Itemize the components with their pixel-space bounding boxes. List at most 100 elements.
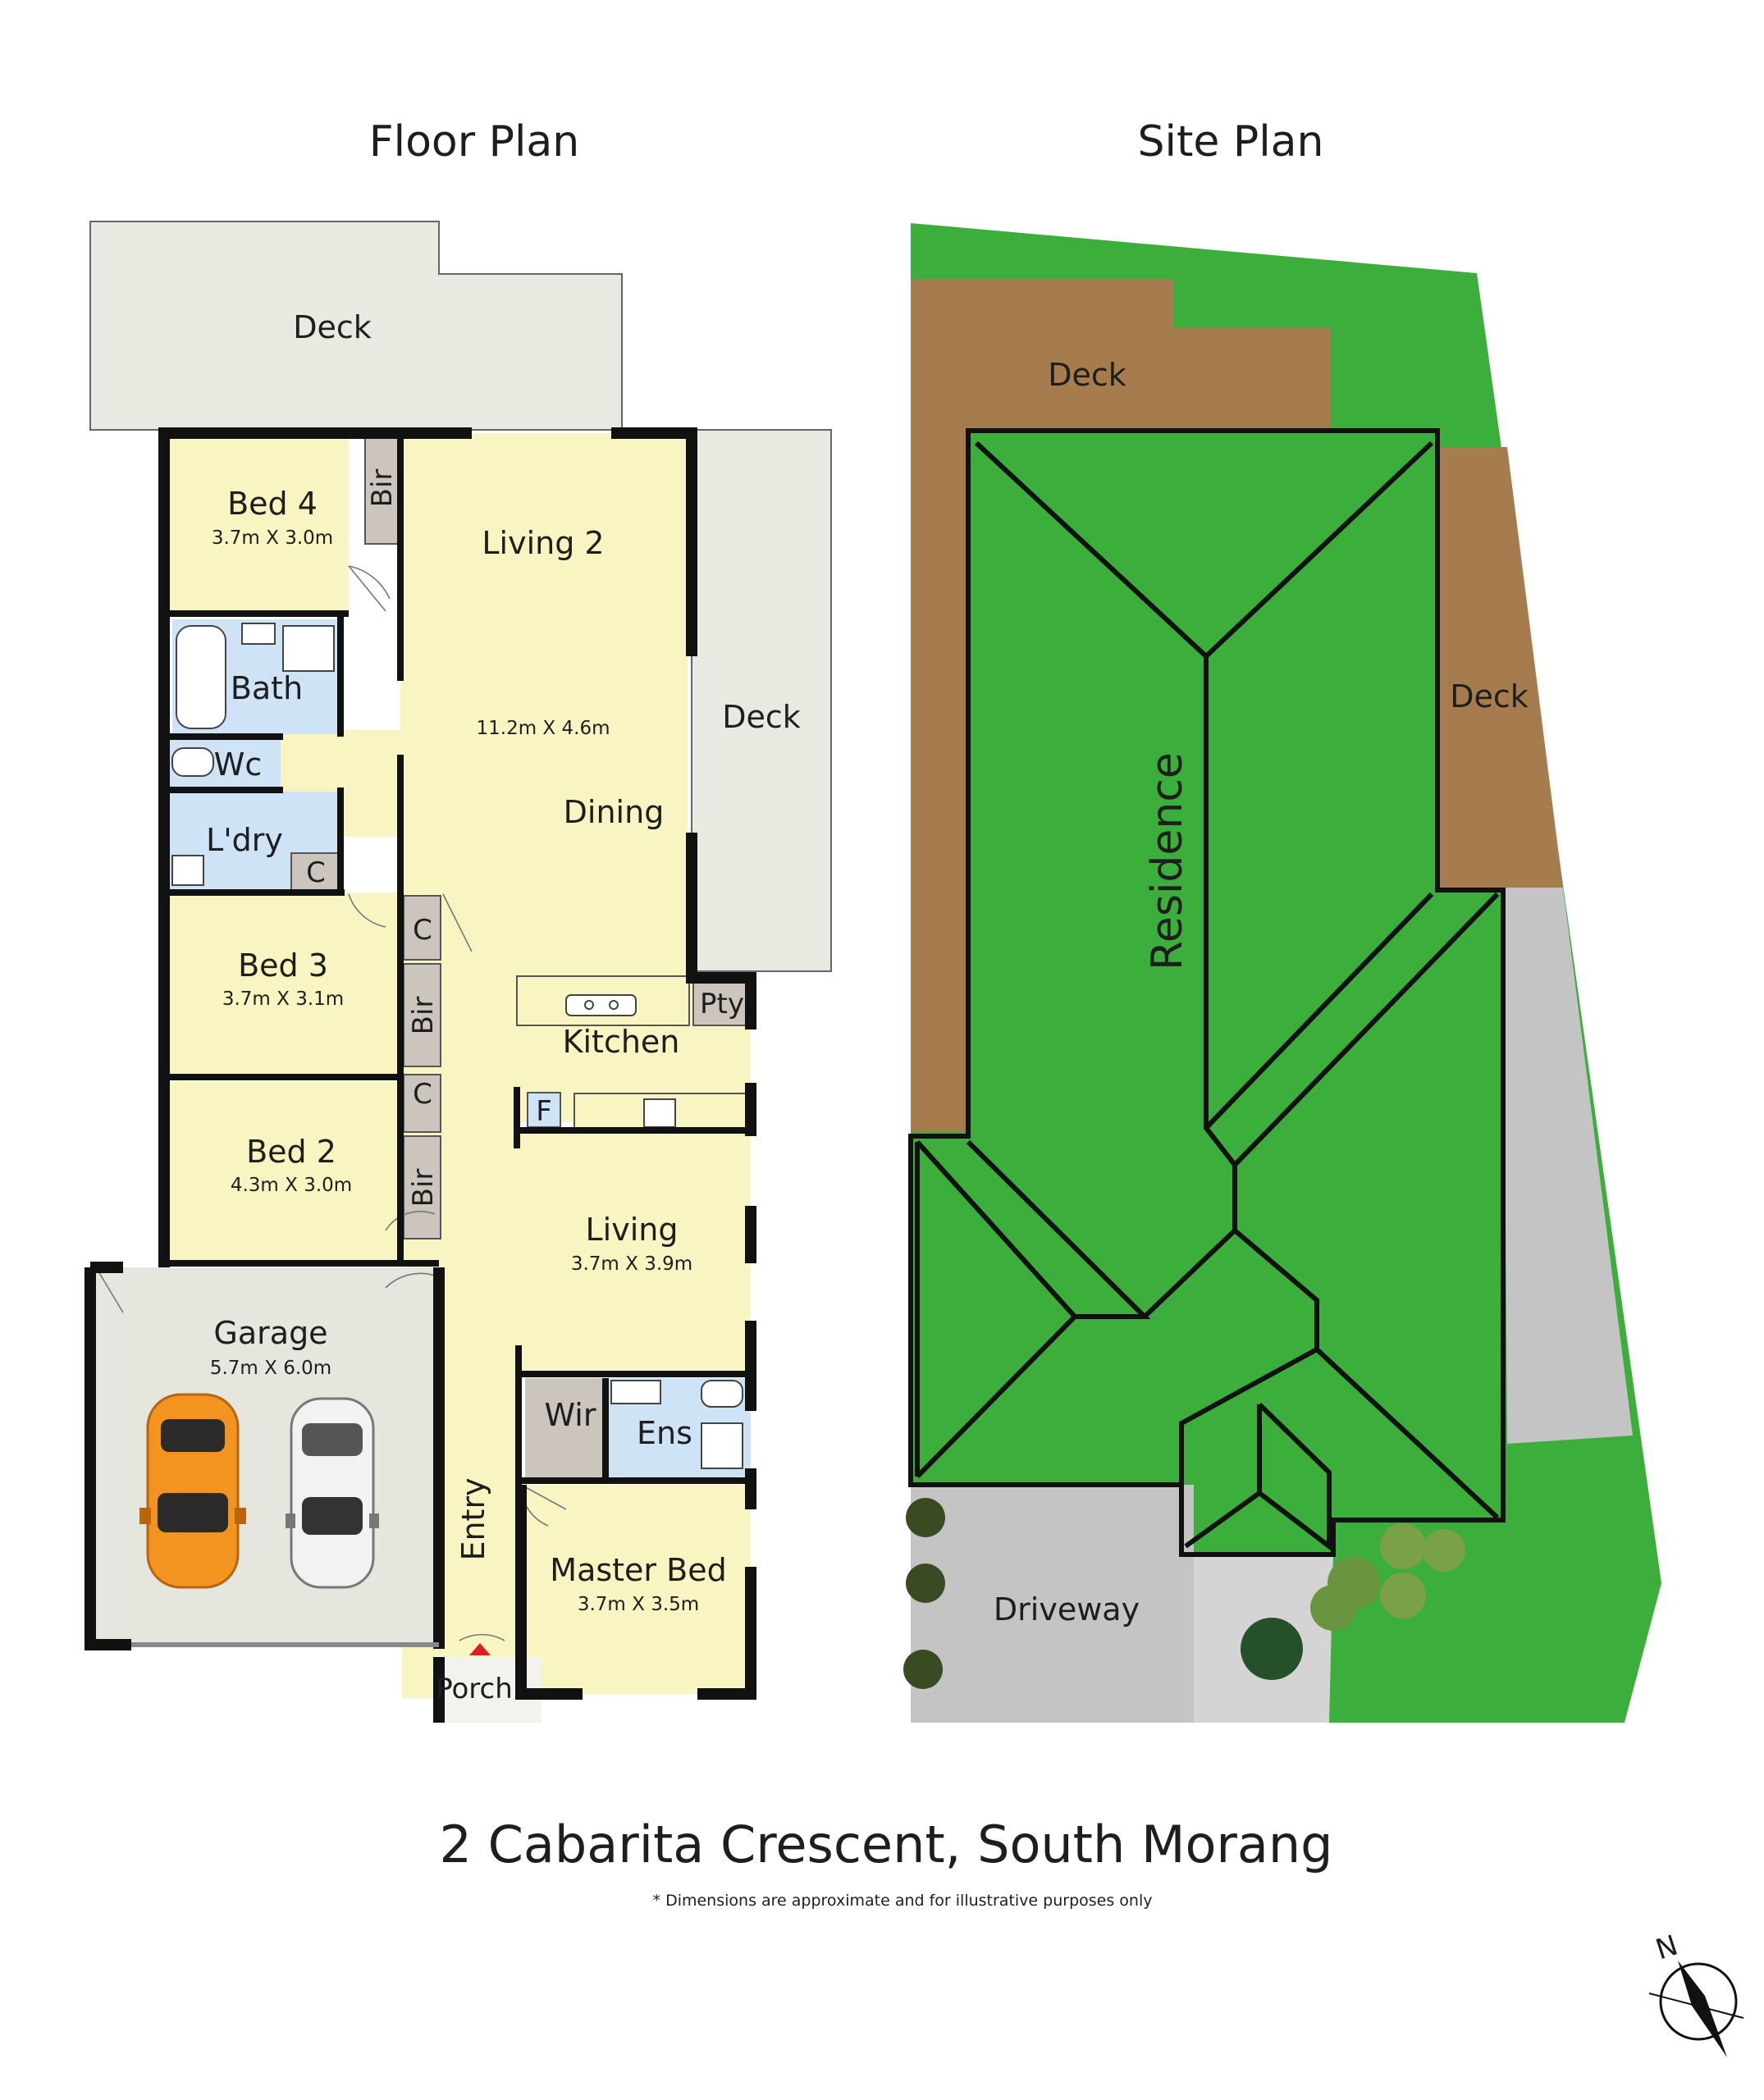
bathtub-icon — [176, 625, 226, 729]
ensuite-label: Ens — [637, 1415, 692, 1451]
deck-top-label: Deck — [293, 309, 372, 345]
shrub-icon — [1423, 1529, 1465, 1572]
deck-side-label: Deck — [722, 699, 801, 735]
site-deck-side — [1437, 447, 1563, 888]
door-entry — [459, 1633, 505, 1641]
laundry-label: L'dry — [206, 822, 283, 858]
site-deck-top — [911, 279, 1331, 1132]
palm-icon — [1241, 1618, 1303, 1680]
residence-label: Residence — [1143, 752, 1192, 970]
master-dim: 3.7m X 3.5m — [578, 1594, 699, 1615]
washing-machine-icon — [171, 855, 204, 886]
entry-label: Entry — [455, 1477, 491, 1560]
cooktop-icon — [643, 1098, 676, 1128]
cupboard-bed2-label: C — [413, 1078, 432, 1111]
wall-east-master2 — [697, 1567, 756, 1700]
door-bed4 — [348, 565, 391, 612]
shrub-icon — [903, 1650, 943, 1689]
ens-shower-icon — [701, 1422, 743, 1469]
living-area — [517, 1132, 751, 1374]
bed2-label: Bed 2 — [246, 1134, 336, 1170]
cupboard-bed2-area — [403, 1074, 441, 1133]
entry-arrow-icon — [469, 1643, 491, 1655]
shrub-icon — [1380, 1523, 1426, 1569]
side-path — [1503, 888, 1633, 1444]
shrub-icon — [1380, 1573, 1426, 1618]
site-deck-top-label: Deck — [1048, 357, 1126, 393]
wall-east-dining — [686, 833, 756, 1029]
cupboard-bed3-area — [403, 895, 441, 961]
dining-label: Dining — [564, 794, 665, 830]
cupboard-bed3-label: C — [413, 914, 432, 947]
bed4-area — [164, 433, 349, 614]
site-deck-side-label: Deck — [1450, 678, 1529, 714]
site-plan: Deck Deck Residence Driveway — [903, 223, 1661, 1723]
wir-area — [525, 1378, 606, 1481]
kitchen-label: Kitchen — [563, 1024, 680, 1060]
pantry-label: Pty — [700, 988, 744, 1020]
sink-icon — [565, 994, 637, 1016]
living-dining-dim: 11.2m X 4.6m — [477, 718, 610, 739]
bir-bed4-label: Bir — [366, 469, 399, 508]
toilet-icon — [171, 747, 214, 777]
living-dining-area — [400, 433, 688, 975]
wall-south-master — [515, 1485, 583, 1700]
deck-side-area — [691, 429, 832, 972]
bed3-label: Bed 3 — [238, 947, 328, 984]
shrub-icon — [906, 1564, 945, 1603]
garage-dim: 5.7m X 6.0m — [210, 1358, 331, 1379]
address: 2 Cabarita Crescent, South Morang — [439, 1815, 1332, 1874]
bed2-dim: 4.3m X 3.0m — [231, 1175, 352, 1196]
cupboard-laundry-label: C — [306, 856, 326, 889]
sink-drain-icon — [584, 1000, 594, 1010]
compass-icon: N — [1648, 1929, 1744, 2057]
living2-label: Living 2 — [482, 525, 604, 561]
wall-north-right — [611, 427, 697, 656]
bir-bed2-label: Bir — [407, 1169, 440, 1208]
deck-top-area — [89, 221, 623, 431]
residence-roof — [908, 428, 1506, 1557]
driveway-label: Driveway — [994, 1591, 1140, 1628]
wir-label: Wir — [545, 1397, 596, 1433]
disclaimer: * Dimensions are approximate and for ill… — [653, 1892, 1153, 1910]
garage-label: Garage — [213, 1315, 327, 1351]
master-label: Master Bed — [550, 1552, 726, 1588]
living-label: Living — [586, 1212, 679, 1248]
floor-plan-heading: Floor Plan — [369, 117, 580, 167]
floor-plan: Deck Deck Bed 4 3.7m X 3.0m Bir Living 2… — [85, 221, 832, 1723]
shower-icon — [282, 625, 335, 672]
wall-garage — [85, 1267, 131, 1650]
ens-basin-icon — [610, 1380, 661, 1404]
bir-bed3-label: Bir — [407, 997, 440, 1035]
compass-north-label: N — [1652, 1929, 1682, 1967]
bed3-area — [164, 892, 398, 1075]
ens-toilet-icon — [701, 1380, 743, 1408]
door-bed2 — [385, 1210, 436, 1231]
garage-area — [86, 1267, 443, 1645]
door-living-dining — [442, 893, 473, 952]
door-bed3 — [348, 893, 386, 928]
porch-label: Porch — [436, 1673, 513, 1705]
wall-outer-north — [158, 427, 472, 614]
bed2-area — [164, 1081, 398, 1263]
bed4-label: Bed 4 — [227, 486, 318, 522]
bir-bed3-area — [403, 963, 441, 1067]
orange-car-icon — [139, 1393, 246, 1589]
door-garage — [98, 1271, 436, 1313]
wc-label: Wc — [214, 746, 262, 783]
living-dim: 3.7m X 3.9m — [571, 1253, 692, 1275]
shrubs — [903, 1498, 1465, 1689]
roof-ridges — [915, 441, 1500, 1552]
kitchen-island — [516, 975, 690, 1026]
shrub-icon — [906, 1498, 945, 1537]
fridge-label: F — [536, 1095, 552, 1128]
basin-icon — [241, 623, 276, 645]
bir-bed2-area — [403, 1135, 441, 1239]
bath-label: Bath — [231, 670, 303, 706]
driveway-area — [911, 1485, 1194, 1723]
shrub-icon — [1310, 1585, 1356, 1631]
white-car-icon — [286, 1397, 379, 1589]
master-area — [521, 1485, 751, 1694]
bed3-dim: 3.7m X 3.1m — [222, 988, 344, 1010]
